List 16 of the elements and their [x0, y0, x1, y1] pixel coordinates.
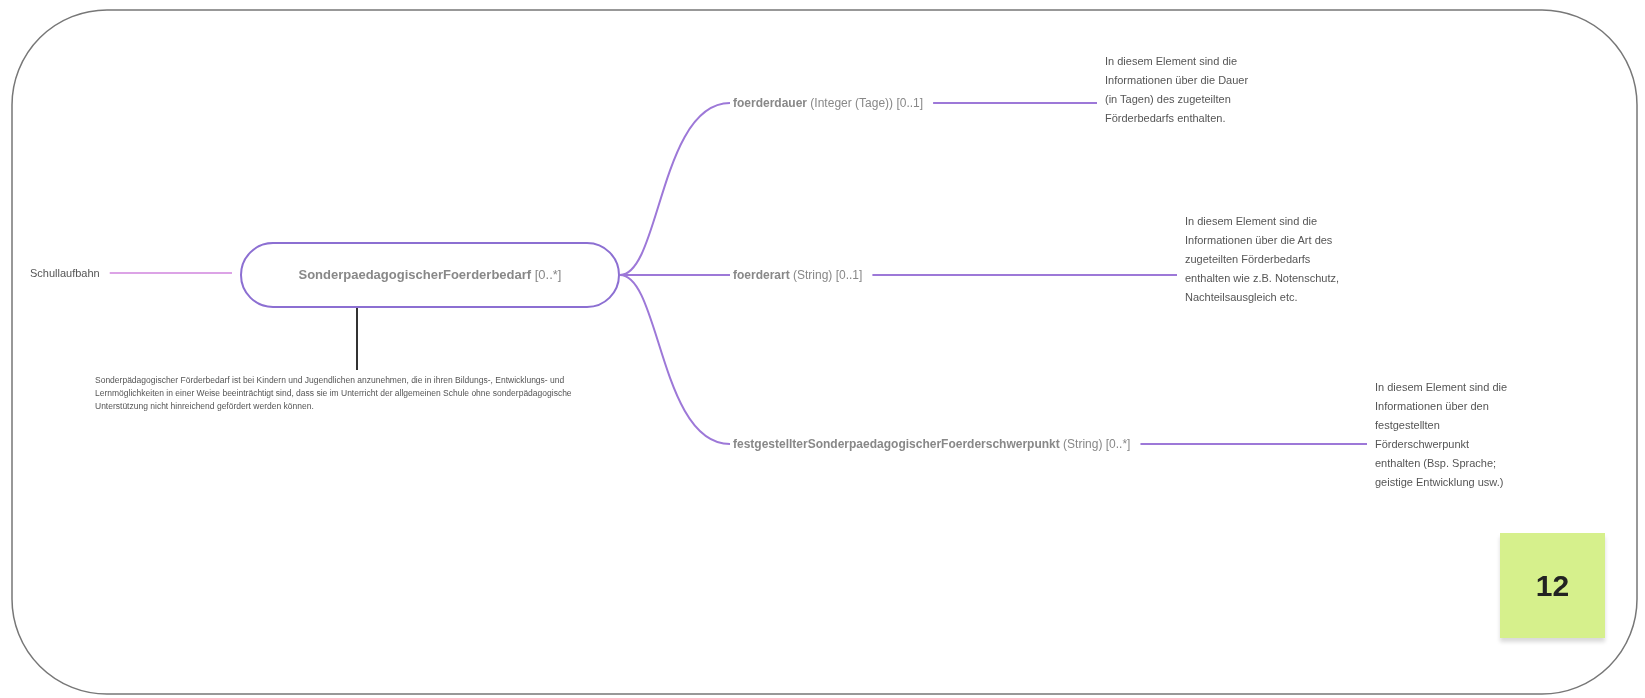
description-text: In diesem Element sind die Informationen über die Dauer (in Tagen) des zugeteilten Förderbedarfs enthalten. — [1105, 52, 1250, 128]
connector-line — [619, 274, 731, 445]
connector-line — [871, 274, 1178, 276]
attribute-label: foerderdauer (Integer (Tage)) [0..1] — [733, 96, 924, 110]
description-text: In diesem Element sind die Informationen über den festgestellten Förderschwerpunkt enthalten (Bsp. Sprache; geistige Entwicklung usw.) — [1375, 378, 1515, 492]
node-label: Schullaufbahn — [30, 267, 100, 279]
sticky-note: 12 — [1500, 533, 1605, 638]
attribute-label: festgestellterSonderpaedagogischerFoerderschwerpunkt (String) [0..*] — [733, 437, 1131, 451]
connector-line — [1139, 443, 1368, 445]
attribute-label: foerderart (String) [0..1] — [733, 268, 863, 282]
description-text: In diesem Element sind die Informationen über die Art des zugeteilten Förderbedarfs enthalten wie z.B. Notenschutz, Nachteilsausgleich etc. — [1185, 212, 1350, 307]
connector-line — [108, 272, 233, 274]
definition-note: Sonderpädagogischer Förderbedarf ist bei Kindern und Jugendlichen anzunehmen, die in ihren Bildungs-, Entwicklungs- und Lernmöglichkeiten in einer Weise beeinträchtigt sind, dass sie im Unterricht der allgemeinen Schule ohne sonderpädagogische Unterstützung nicht hinreichend gefördert werden können. — [95, 374, 575, 413]
element-pill: SonderpaedagogischerFoerderbedarf [0..*] — [240, 242, 620, 308]
connector-line — [356, 307, 358, 371]
connector-line — [932, 102, 1098, 104]
